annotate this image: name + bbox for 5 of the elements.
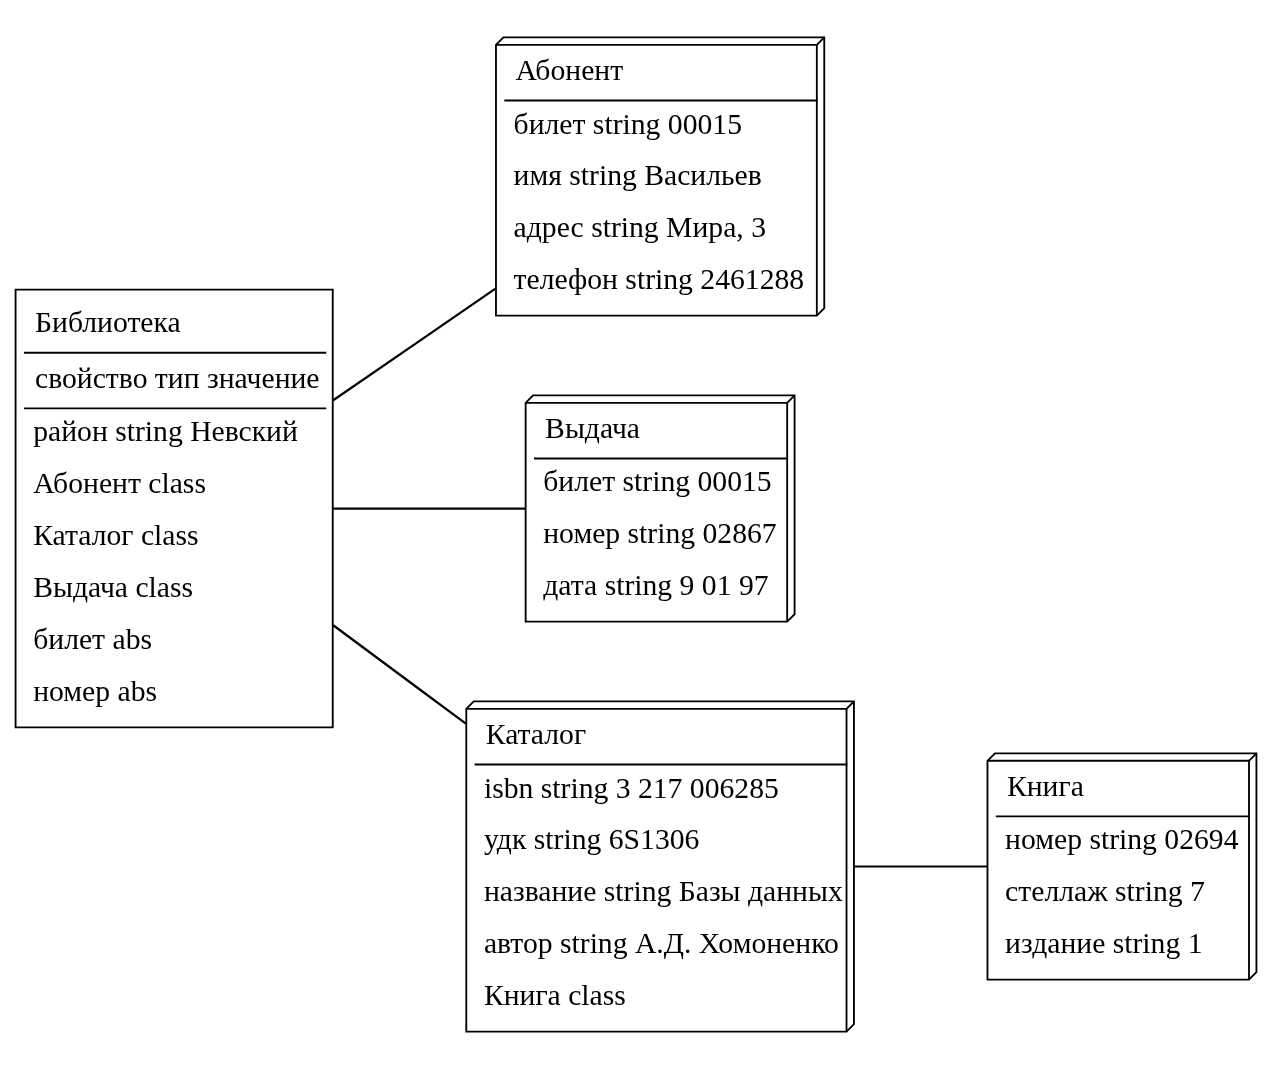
connector	[332, 624, 467, 725]
connector	[332, 287, 497, 402]
connector	[854, 865, 988, 868]
node-box: Библиотека свойство тип значение район string Невский Абонент class Каталог class Выдача class билет abs номер abs	[14, 288, 334, 729]
connector	[333, 507, 526, 510]
